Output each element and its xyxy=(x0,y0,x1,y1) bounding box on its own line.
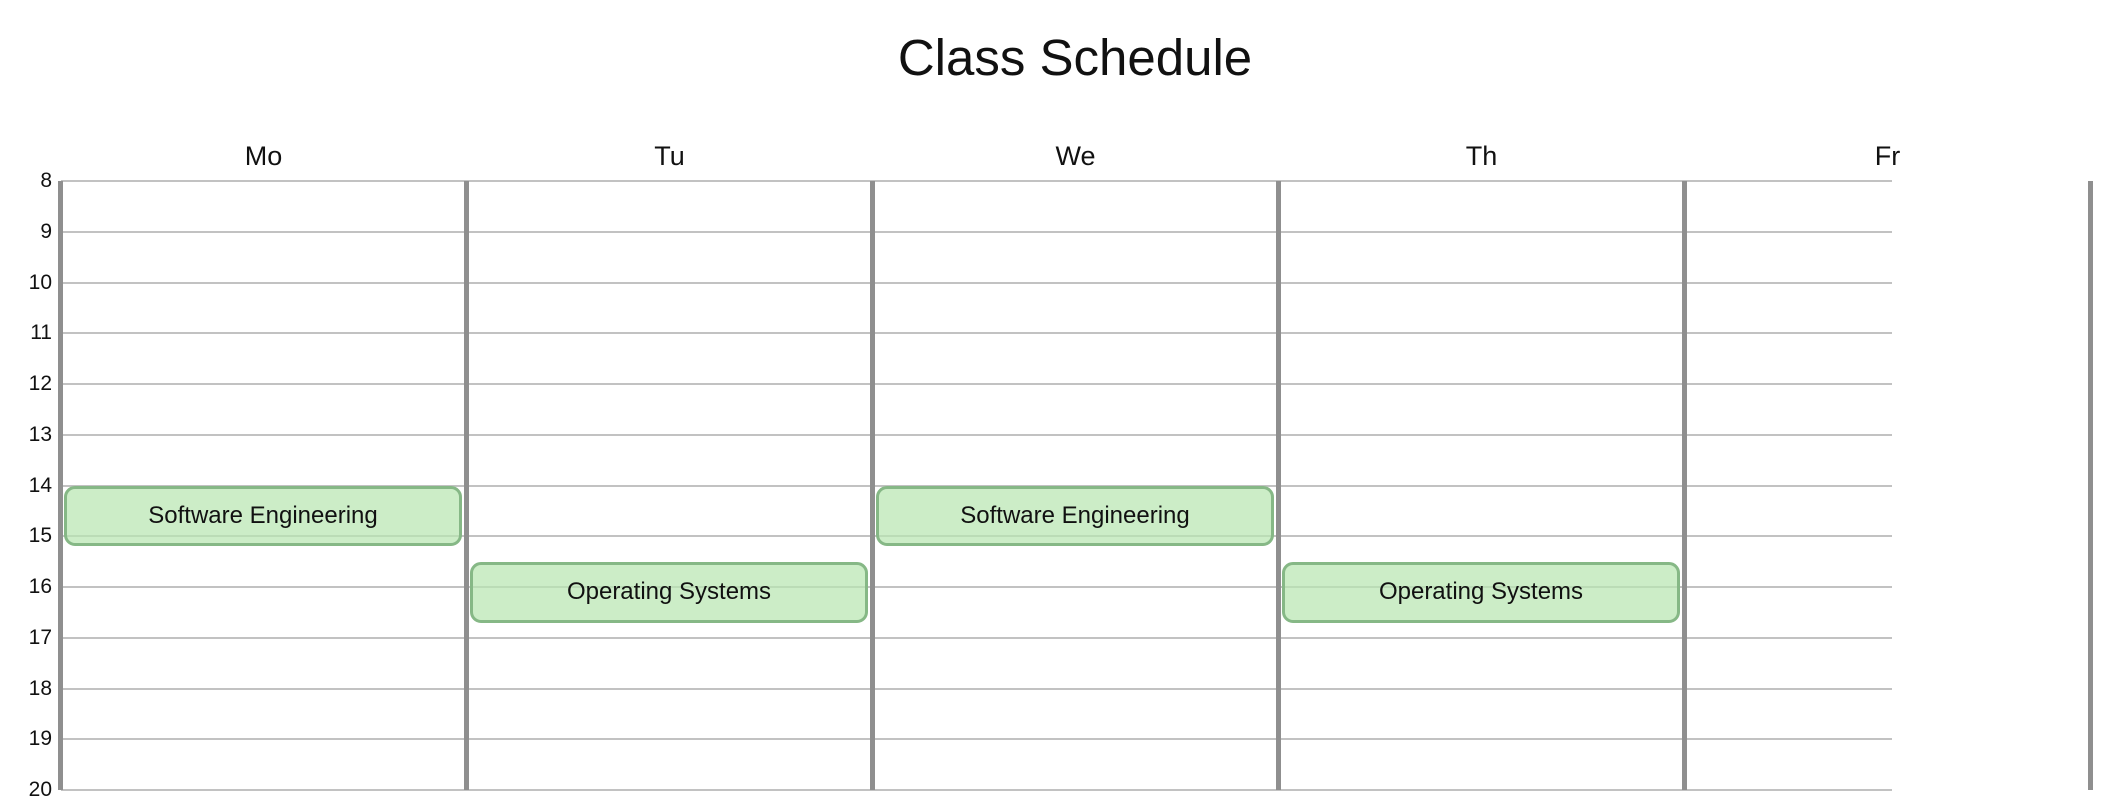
hour-gridline xyxy=(61,332,1892,335)
page-title: Class Schedule xyxy=(897,29,1253,86)
hour-label: 12 xyxy=(28,372,52,395)
hour-label: 11 xyxy=(30,321,52,345)
hour-gridline xyxy=(61,180,1892,182)
hour-gridline xyxy=(61,586,1892,588)
day-column-divider xyxy=(2088,181,2093,790)
hour-label: 14 xyxy=(28,473,52,497)
hour-label: 20 xyxy=(28,778,52,801)
hour-label: 15 xyxy=(28,524,52,548)
day-column-divider xyxy=(58,181,63,790)
day-column-divider xyxy=(1276,181,1281,790)
hour-gridline xyxy=(61,789,1892,791)
day-header-we: We xyxy=(1055,141,1096,171)
hour-label: 17 xyxy=(28,625,52,649)
class-event[interactable]: Operating Systems xyxy=(470,561,868,623)
day-column-divider xyxy=(464,181,469,790)
hour-gridline xyxy=(61,738,1892,741)
day-column-divider xyxy=(1682,181,1687,790)
class-event[interactable]: Operating Systems xyxy=(1282,561,1680,623)
hour-gridline xyxy=(61,687,1892,690)
day-header-fr: Fr xyxy=(1874,141,1901,171)
day-column-divider xyxy=(870,181,875,790)
hour-label: 9 xyxy=(40,219,52,243)
hour-gridline xyxy=(61,230,1892,233)
hour-label: 16 xyxy=(28,575,52,598)
day-header-tu: Tu xyxy=(654,141,685,171)
hour-label: 18 xyxy=(28,676,52,700)
hour-gridline xyxy=(61,383,1892,385)
day-header-th: Th xyxy=(1465,141,1498,171)
hour-gridline xyxy=(61,433,1892,436)
hour-label: 19 xyxy=(28,727,52,751)
hour-label: 13 xyxy=(28,422,52,446)
class-event[interactable]: Software Engineering xyxy=(876,485,1274,547)
hour-gridline xyxy=(61,636,1892,639)
hour-label: 8 xyxy=(40,169,52,192)
class-event[interactable]: Software Engineering xyxy=(64,485,462,547)
hour-label: 10 xyxy=(28,270,52,294)
hour-gridline xyxy=(61,281,1892,284)
day-header-mo: Mo xyxy=(244,141,283,171)
